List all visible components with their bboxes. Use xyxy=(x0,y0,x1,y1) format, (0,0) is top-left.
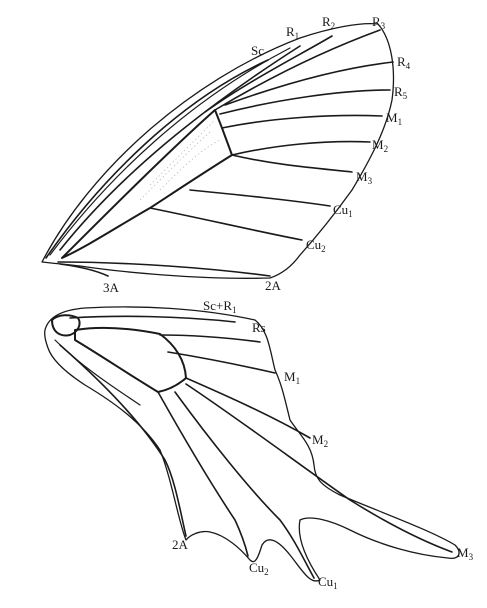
hindwing-vein-cu1 xyxy=(174,391,315,579)
label-hw-cu2: Cu2 xyxy=(249,560,269,577)
hindwing-basal-cell xyxy=(51,314,81,337)
label-hw-rs: Rs xyxy=(252,320,266,335)
hindwing-vein-m1 xyxy=(167,351,276,374)
forewing-vein-m2 xyxy=(231,140,371,156)
label-fw-3a: 3A xyxy=(103,280,119,295)
label-fw-cu1: Cu1 xyxy=(333,202,353,219)
label-fw-cu2: Cu2 xyxy=(306,237,326,254)
forewing-outline xyxy=(41,22,395,279)
label-fw-m2: M2 xyxy=(372,137,389,154)
label-fw-r3: R3 xyxy=(372,14,386,31)
label-hw-m3: M3 xyxy=(457,545,474,562)
label-fw-sc: Sc xyxy=(251,43,264,58)
hindwing-outline xyxy=(43,306,460,582)
forewing-shading xyxy=(139,119,221,201)
forewing-discal-cell xyxy=(61,109,233,259)
forewing-vein-sc xyxy=(45,59,269,259)
forewing-vein-r4 xyxy=(224,61,394,106)
forewing-vein-r5 xyxy=(219,89,391,115)
label-hw-m1: M1 xyxy=(284,369,301,386)
label-fw-r2: R2 xyxy=(322,14,336,31)
forewing-vein-r3 xyxy=(214,29,381,111)
forewing-vein-3a xyxy=(59,263,109,277)
forewing-vein-m1 xyxy=(221,114,383,129)
label-hw-2a: 2A xyxy=(172,537,188,552)
label-hw-m2: M2 xyxy=(312,432,329,449)
forewing-vein-m3 xyxy=(231,154,353,173)
hindwing-vein-3a xyxy=(54,339,141,406)
label-hw-sc-r1: Sc+R1 xyxy=(203,298,237,315)
label-fw-m1: M1 xyxy=(386,110,403,127)
forewing-vein-costa-inner xyxy=(49,47,291,256)
label-fw-r4: R4 xyxy=(397,54,411,71)
hindwing-vein-m3 xyxy=(185,383,453,553)
forewing-vein-r2 xyxy=(204,35,333,113)
hindwing-vein-2a xyxy=(59,344,187,537)
forewing-vein-cu2 xyxy=(149,207,303,241)
label-fw-2a: 2A xyxy=(265,278,281,293)
forewing-vein-2a xyxy=(57,261,271,277)
hindwing xyxy=(43,306,460,582)
label-fw-m3: M3 xyxy=(356,169,373,186)
forewing xyxy=(41,22,395,279)
hindwing-vein-m2 xyxy=(185,377,311,439)
label-fw-r5: R5 xyxy=(394,84,408,101)
forewing-vein-cu1 xyxy=(189,189,331,207)
hindwing-vein-rs xyxy=(159,334,261,343)
label-hw-cu1: Cu1 xyxy=(318,574,338,591)
forewing-vein-r1 xyxy=(59,45,301,251)
label-fw-r1: R1 xyxy=(286,24,300,41)
hindwing-vein-sc-r1 xyxy=(69,315,236,323)
hindwing-vein-cu2 xyxy=(157,391,249,557)
